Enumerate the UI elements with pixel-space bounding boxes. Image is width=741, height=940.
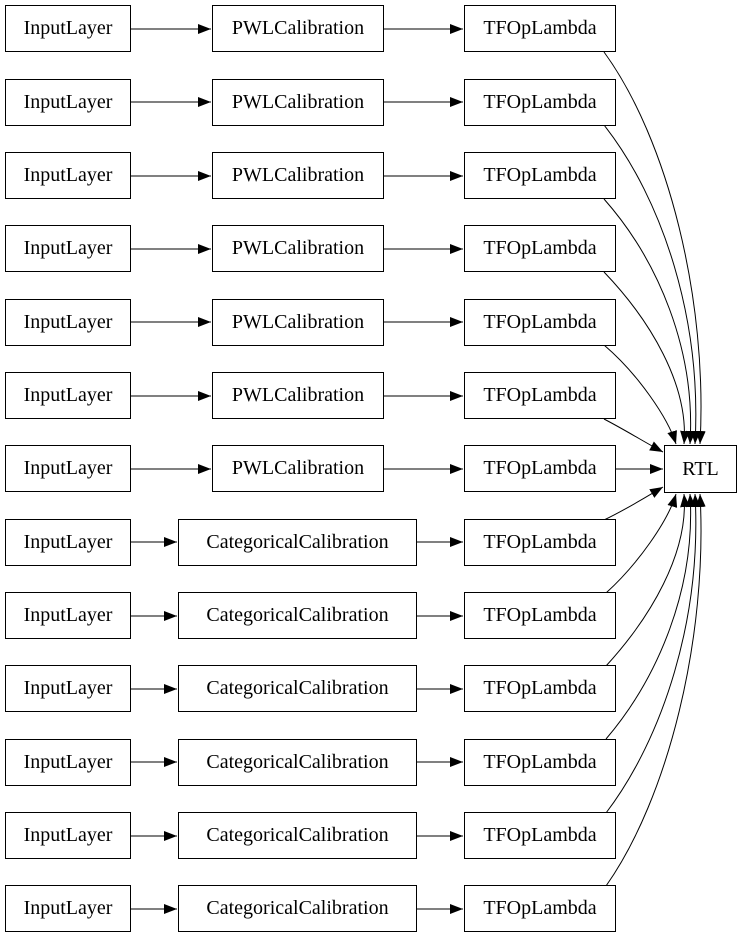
edge-lambda-rtl-3 [603,198,696,445]
edge-lambda-rtl-2 [603,124,701,445]
node-pwl-calibration-6: PWLCalibration [212,372,384,419]
edge-lambda-rtl-1 [603,51,706,445]
node-tfop-lambda-2: TFOpLambda [464,79,616,126]
node-input-layer-8: InputLayer [5,519,131,566]
node-pwl-calibration-4: PWLCalibration [212,225,384,272]
edge-lambda-rtl-9 [605,493,678,594]
node-rtl: RTL [664,445,737,493]
node-input-layer-12: InputLayer [5,812,131,859]
node-tfop-lambda-13: TFOpLambda [464,885,616,932]
node-tfop-lambda-8: TFOpLambda [464,519,616,566]
edge-lambda-rtl-10 [605,493,691,667]
node-tfop-lambda-12: TFOpLambda [464,812,616,859]
node-input-layer-1: InputLayer [5,5,131,52]
node-pwl-calibration-5: PWLCalibration [212,299,384,346]
node-input-layer-2: InputLayer [5,79,131,126]
node-pwl-calibration-2: PWLCalibration [212,79,384,126]
node-input-layer-10: InputLayer [5,665,131,712]
node-tfop-lambda-11: TFOpLambda [464,739,616,786]
node-input-layer-7: InputLayer [5,445,131,492]
node-tfop-lambda-7: TFOpLambda [464,445,616,492]
edge-lambda-rtl-11 [605,493,696,740]
node-input-layer-11: InputLayer [5,739,131,786]
node-tfop-lambda-3: TFOpLambda [464,152,616,199]
edge-lambda-rtl-13 [605,493,706,887]
edge-lambda-rtl-6 [603,418,664,453]
edge-lambda-rtl-5 [603,344,677,445]
node-input-layer-9: InputLayer [5,592,131,639]
node-categorical-calibration-1: CategoricalCalibration [178,519,417,566]
node-tfop-lambda-1: TFOpLambda [464,5,616,52]
node-pwl-calibration-7: PWLCalibration [212,445,384,492]
edge-lambda-rtl-4 [603,271,691,445]
node-tfop-lambda-5: TFOpLambda [464,299,616,346]
node-input-layer-13: InputLayer [5,885,131,932]
node-tfop-lambda-10: TFOpLambda [464,665,616,712]
node-tfop-lambda-6: TFOpLambda [464,372,616,419]
node-categorical-calibration-3: CategoricalCalibration [178,665,417,712]
node-categorical-calibration-5: CategoricalCalibration [178,812,417,859]
node-tfop-lambda-4: TFOpLambda [464,225,616,272]
edge-lambda-rtl-12 [605,493,701,814]
node-categorical-calibration-4: CategoricalCalibration [178,739,417,786]
node-input-layer-5: InputLayer [5,299,131,346]
node-pwl-calibration-1: PWLCalibration [212,5,384,52]
node-tfop-lambda-9: TFOpLambda [464,592,616,639]
edge-lambda-rtl-8 [603,486,664,521]
node-input-layer-3: InputLayer [5,152,131,199]
node-categorical-calibration-2: CategoricalCalibration [178,592,417,639]
node-categorical-calibration-6: CategoricalCalibration [178,885,417,932]
node-input-layer-4: InputLayer [5,225,131,272]
node-pwl-calibration-3: PWLCalibration [212,152,384,199]
node-input-layer-6: InputLayer [5,372,131,419]
